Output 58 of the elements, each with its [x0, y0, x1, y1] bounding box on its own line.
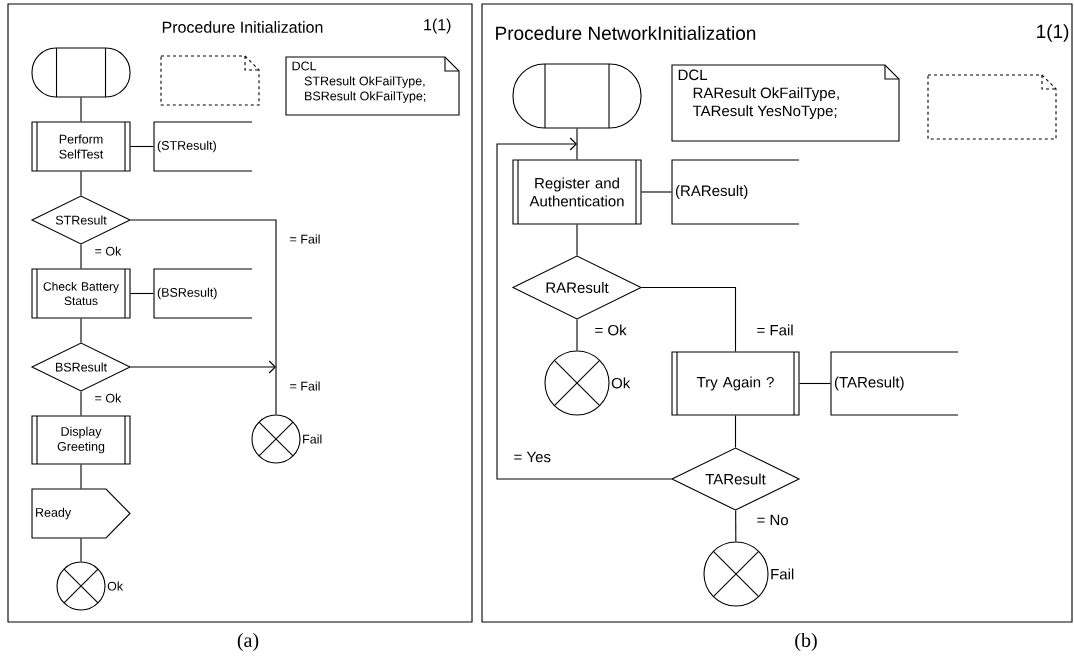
procedure-call-box: Display Greeting: [31, 415, 131, 465]
page-number: 1(1): [424, 18, 451, 34]
connector: [80, 464, 82, 489]
stop-label: Ok: [107, 581, 124, 591]
procedure-title: Procedure Initialization: [162, 21, 323, 33]
declaration-note: DCL RAResult OkFailType, TAResult YesNoType;: [671, 64, 900, 142]
edge-label: = Fail: [755, 323, 795, 337]
edge-label: = No: [755, 513, 790, 527]
edge-label: = Fail: [288, 380, 322, 392]
stop-symbol: [251, 414, 301, 464]
procedure-call-box: Perform SelfTest: [31, 121, 131, 172]
connector: [130, 360, 276, 374]
stop-symbol: [56, 561, 106, 611]
start-symbol: [31, 47, 131, 98]
start-symbol: [512, 63, 642, 129]
connector: [130, 292, 154, 295]
edge-label: = Ok: [93, 245, 123, 257]
connector: [80, 244, 82, 269]
text-extension: (RAResult): [671, 159, 800, 225]
stop-label: Fail: [771, 568, 794, 580]
connector: [734, 415, 737, 448]
page-number: 1(1): [1037, 24, 1069, 42]
stop-label: Ok: [611, 377, 631, 389]
connector: [80, 97, 82, 122]
declaration-note: DCL STResult OkFailType, BSResult OkFailType;: [285, 56, 460, 116]
connector: [130, 219, 277, 415]
edge-label: = Yes: [512, 450, 552, 464]
connector: [576, 128, 578, 160]
stop-symbol: [703, 541, 769, 607]
panel-caption: (a): [237, 632, 259, 652]
procedure-title: Procedure NetworkInitialization: [496, 26, 756, 40]
connector: [80, 318, 82, 343]
connector: [130, 145, 154, 148]
procedure-call-box: Register and Authentication: [512, 159, 642, 225]
edge-label: = Ok: [93, 392, 123, 404]
connector: [799, 382, 831, 385]
text-extension: (TAResult): [830, 351, 959, 416]
connector: [576, 319, 578, 351]
stop-label: Fail: [303, 434, 322, 444]
edge-label: = Fail: [288, 233, 322, 245]
connector: [80, 538, 82, 562]
panel-caption: (b): [795, 632, 817, 652]
procedure-call-box: Check Battery Status: [31, 268, 131, 319]
connector: [80, 171, 82, 196]
connector: [735, 510, 737, 542]
text-extension: (STResult): [153, 121, 253, 172]
text-extension: (BSResult): [153, 268, 253, 319]
connector: [80, 391, 82, 416]
procedure-call-box: Try Again ?: [671, 351, 800, 416]
stop-symbol: [544, 350, 610, 416]
comment-symbol: [927, 74, 1057, 140]
connector: [576, 224, 578, 256]
edge-label: = Ok: [593, 323, 628, 337]
connector: [496, 137, 672, 480]
output-signal: Ready: [31, 488, 131, 539]
comment-symbol: [160, 55, 260, 106]
connector: [641, 191, 672, 193]
connector: [641, 286, 737, 352]
